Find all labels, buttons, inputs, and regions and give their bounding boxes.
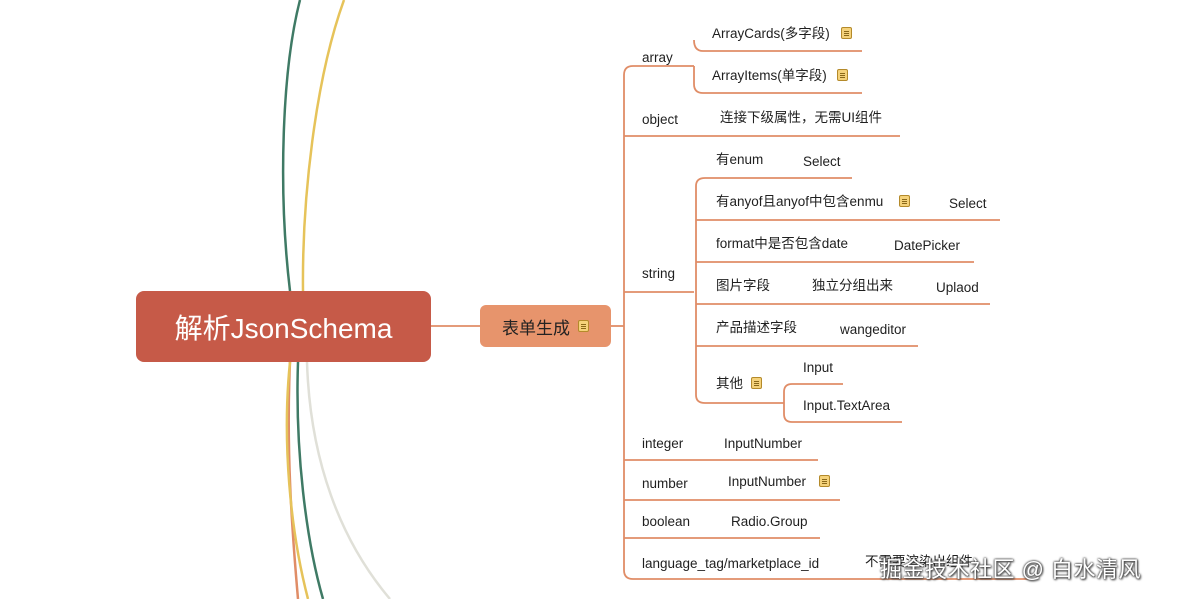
node-string-desc[interactable]: 产品描述字段 [716, 320, 797, 335]
node-string-anyof[interactable]: 有anyof且anyof中包含enmu [716, 194, 884, 209]
note-icon[interactable] [751, 377, 762, 389]
note-icon[interactable] [899, 195, 910, 207]
node-boolean[interactable]: boolean [642, 514, 691, 529]
note-icon[interactable] [841, 27, 852, 39]
main-node-label: 表单生成 [502, 318, 570, 338]
node-string-desc-component[interactable]: wangeditor [840, 322, 907, 337]
root-node[interactable]: 解析JsonSchema [136, 291, 431, 362]
watermark: 掘金技术社区 @ 白水清风 [880, 557, 1142, 582]
node-string-image-component[interactable]: Uplaod [936, 280, 979, 295]
node-string-other-textarea[interactable]: Input.TextArea [803, 398, 891, 413]
node-string-anyof-component[interactable]: Select [949, 196, 987, 211]
note-icon[interactable] [819, 475, 830, 487]
root-label: 解析JsonSchema [174, 312, 393, 344]
node-array-items[interactable]: ArrayItems(单字段) [712, 68, 827, 83]
node-object-note[interactable]: 连接下级属性，无需UI组件 [720, 110, 882, 125]
node-object[interactable]: object [642, 112, 679, 127]
node-string-other-input[interactable]: Input [803, 360, 834, 375]
node-string-enum-component[interactable]: Select [803, 154, 841, 169]
node-string-image[interactable]: 图片字段 [716, 278, 770, 293]
note-icon[interactable] [578, 320, 589, 332]
node-language-tag-note[interactable]: 不需要渲染出组件 [865, 554, 973, 569]
node-language-tag[interactable]: language_tag/marketplace_id [642, 556, 820, 571]
node-number[interactable]: number [642, 476, 688, 491]
node-array-cards[interactable]: ArrayCards(多字段) [712, 26, 830, 41]
node-string-format-component[interactable]: DatePicker [894, 238, 961, 253]
node-integer-component[interactable]: InputNumber [724, 436, 803, 451]
node-number-component[interactable]: InputNumber [728, 474, 807, 489]
node-string-image-note[interactable]: 独立分组出来 [812, 278, 893, 293]
node-array[interactable]: array [642, 50, 673, 65]
node-string[interactable]: string [642, 266, 676, 281]
node-string-enum[interactable]: 有enum [716, 152, 764, 167]
node-string-format[interactable]: format中是否包含date [716, 236, 849, 251]
node-string-other[interactable]: 其他 [716, 376, 743, 391]
node-integer[interactable]: integer [642, 436, 684, 451]
node-boolean-component[interactable]: Radio.Group [731, 514, 808, 529]
note-icon[interactable] [837, 69, 848, 81]
main-node-form-generation[interactable]: 表单生成 [480, 305, 611, 347]
